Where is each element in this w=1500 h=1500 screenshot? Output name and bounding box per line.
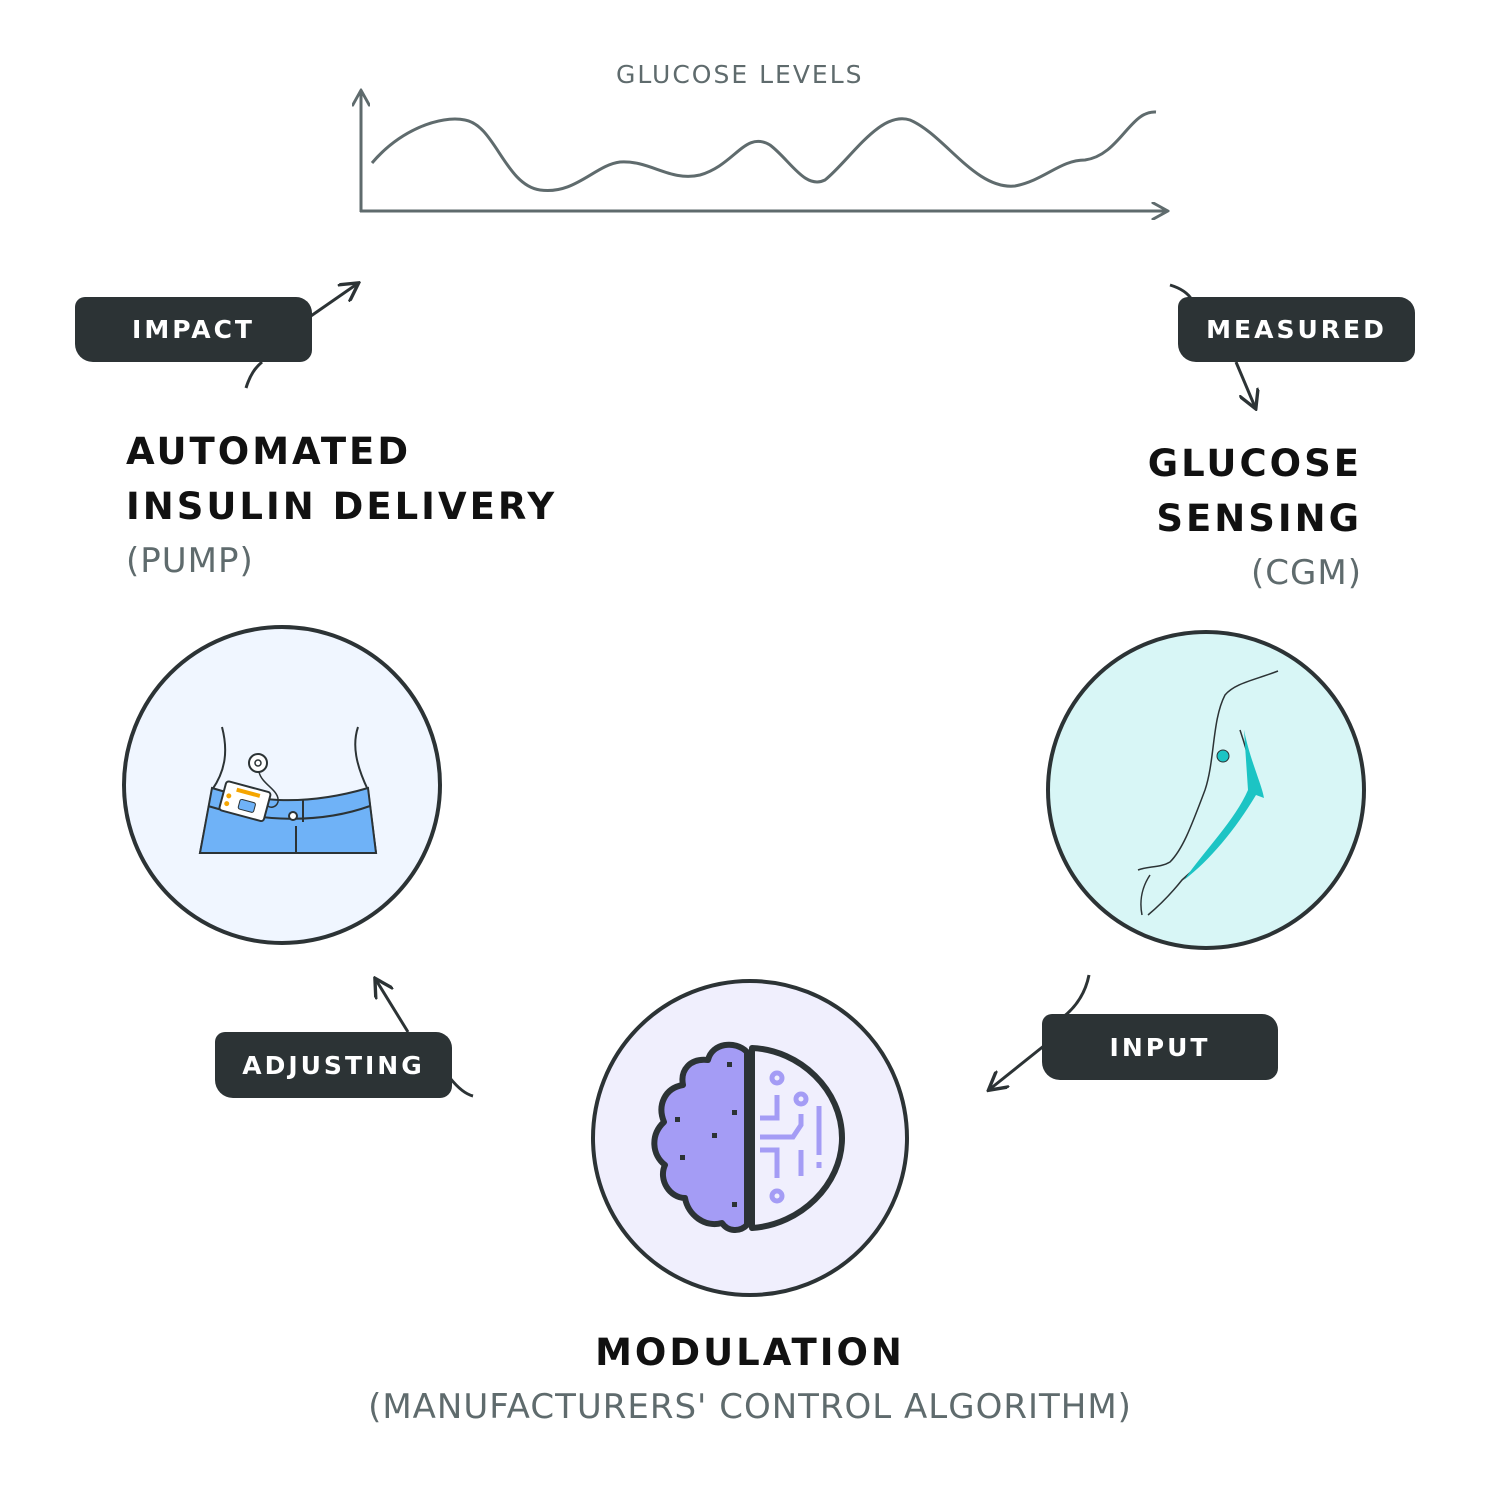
glucose-curve — [370, 110, 1157, 193]
pump-heading-line2: INSULIN DELIVERY — [126, 485, 558, 528]
input-arrow — [990, 1043, 1046, 1089]
adjusting-connector — [448, 1077, 474, 1098]
chart-title: GLUCOSE LEVELS — [616, 60, 864, 89]
impact-arrow — [307, 284, 357, 320]
tag-input: INPUT — [1042, 1014, 1278, 1080]
modulation-subtitle: (MANUFACTURERS' CONTROL ALGORITHM) — [368, 1387, 1132, 1427]
measured-arrow — [1234, 361, 1255, 407]
pump-heading-line1: AUTOMATED — [126, 430, 412, 473]
cgm-heading: GLUCOSE SENSING (CGM) — [1148, 436, 1362, 601]
tag-adjusting: ADJUSTING — [215, 1032, 452, 1098]
cgm-subtitle: (CGM) — [1251, 553, 1362, 593]
pump-subtitle: (PUMP) — [126, 541, 254, 581]
pump-heading: AUTOMATED INSULIN DELIVERY (PUMP) — [126, 424, 557, 589]
modulation-heading: MODULATION (MANUFACTURERS' CONTROL ALGOR… — [0, 1325, 1500, 1435]
tag-impact: IMPACT — [75, 297, 312, 362]
pump-illustration — [122, 625, 442, 945]
cgm-heading-line2: SENSING — [1156, 497, 1362, 540]
modulation-title: MODULATION — [595, 1331, 905, 1374]
input-connector — [1061, 974, 1091, 1020]
glucose-chart — [360, 92, 1166, 212]
brain-illustration — [591, 979, 909, 1297]
cgm-arm-illustration — [1046, 630, 1366, 950]
cgm-heading-line1: GLUCOSE — [1147, 442, 1362, 485]
impact-connector — [244, 360, 263, 389]
tag-measured: MEASURED — [1178, 297, 1415, 362]
adjusting-arrow — [376, 980, 410, 1033]
